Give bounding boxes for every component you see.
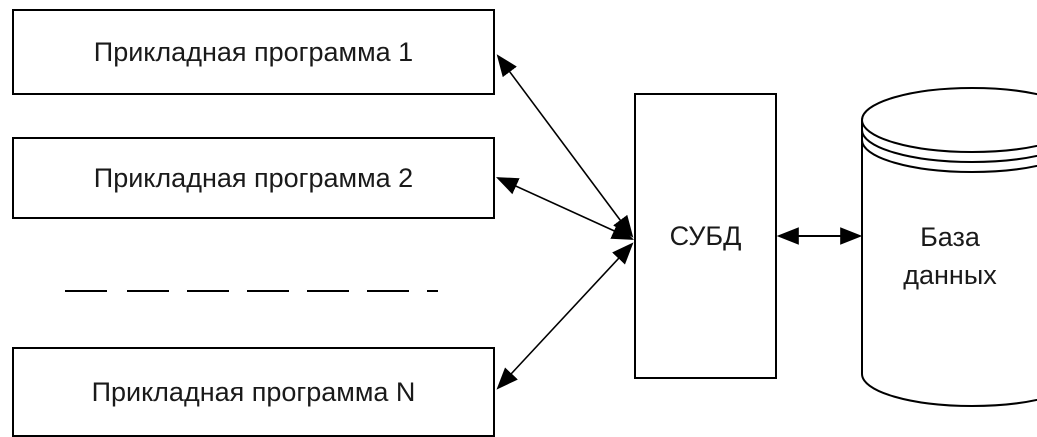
arrow-app2-dbms — [495, 177, 635, 240]
application-label-1: Прикладная программа 1 — [93, 36, 414, 67]
application-box-2: Прикладная программа 2 — [12, 137, 495, 219]
application-box-1: Прикладная программа 1 — [12, 9, 495, 95]
database-cylinder — [861, 87, 1037, 407]
application-label-2: Прикладная программа 2 — [93, 162, 414, 193]
application-label-n: Прикладная программа N — [91, 376, 416, 407]
dbms-box: СУБД — [634, 93, 777, 379]
database-label-line1: База — [920, 222, 980, 252]
application-box-n: Прикладная программа N — [12, 347, 495, 437]
arrow-appn-dbms — [496, 242, 634, 390]
dbms-label: СУБД — [669, 220, 742, 251]
database-label: База данных — [880, 218, 1020, 294]
database-label-line2: данных — [903, 260, 997, 290]
